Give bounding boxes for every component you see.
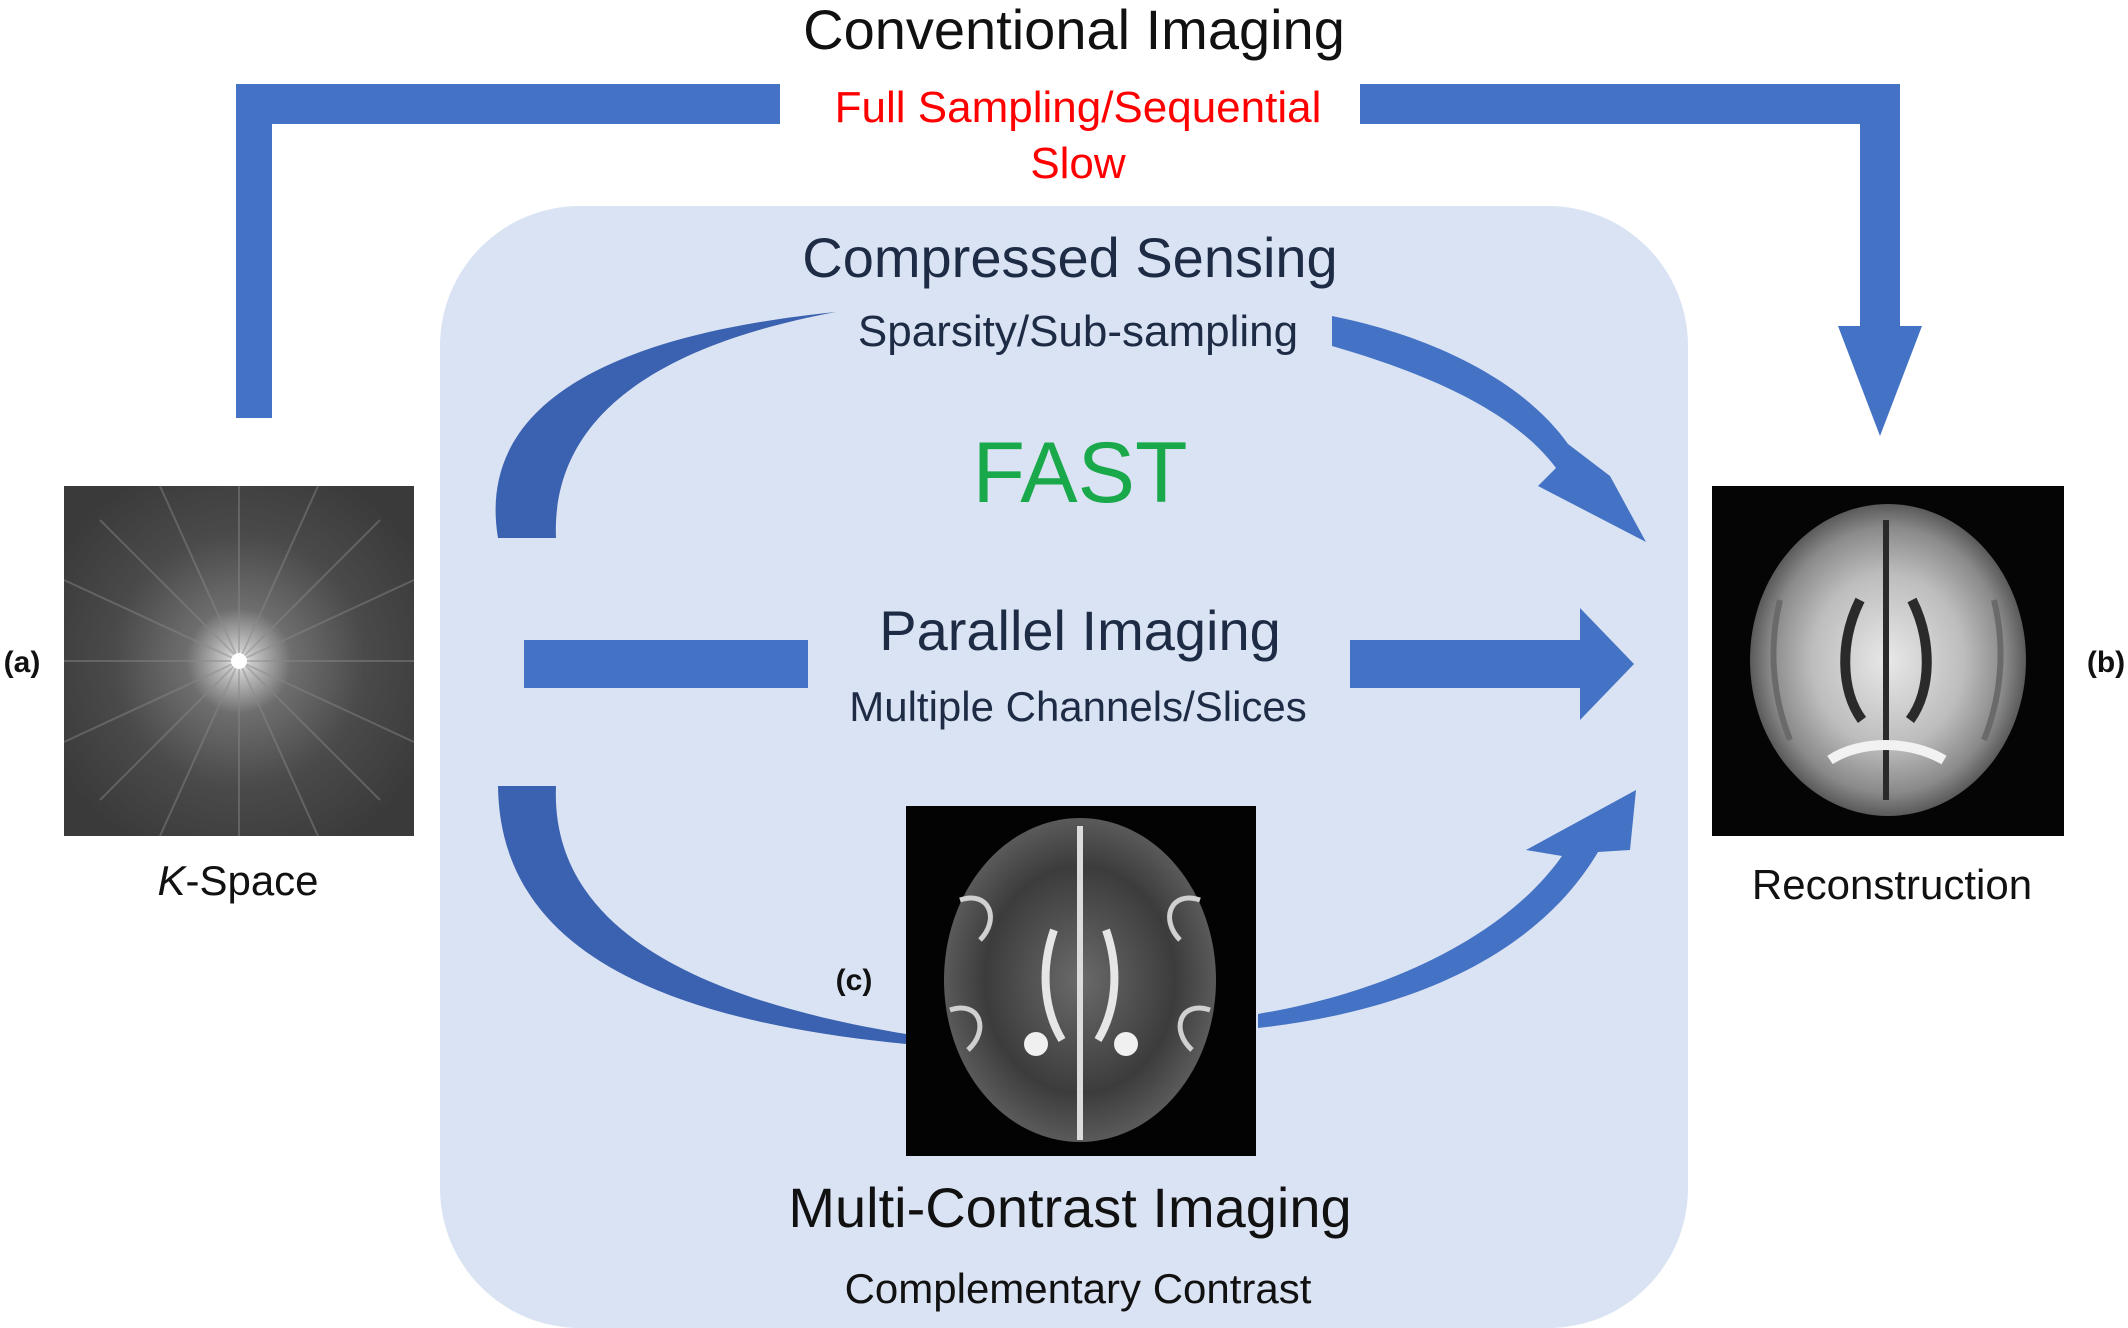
conventional-path-arrow-right xyxy=(1360,84,1922,436)
fast-label: FAST xyxy=(972,425,1188,521)
multi-contrast-image xyxy=(906,806,1256,1156)
multi-contrast-arrow-left xyxy=(498,786,906,1044)
parallel-arrow-left xyxy=(524,640,808,688)
parallel-imaging-subtitle: Multiple Channels/Slices xyxy=(849,683,1307,730)
multi-contrast-arrow-right xyxy=(1258,790,1636,1028)
fast-methods-box xyxy=(440,206,1688,1328)
panel-label-a: (a) xyxy=(3,646,41,679)
kspace-label-rest: -Space xyxy=(185,857,319,904)
compressed-sensing-arrow-right xyxy=(1332,316,1646,542)
conventional-imaging-line1: Full Sampling/Sequential xyxy=(834,83,1322,132)
reconstruction-image xyxy=(1712,486,2064,836)
compressed-sensing-arrow-left xyxy=(495,312,836,538)
multi-contrast-subtitle: Complementary Contrast xyxy=(844,1265,1312,1312)
panel-label-b: (b) xyxy=(2086,646,2126,679)
conventional-path-arrow xyxy=(236,84,780,418)
kspace-label-italic: K xyxy=(157,857,186,904)
compressed-sensing-title: Compressed Sensing xyxy=(802,226,1338,289)
conventional-imaging-line2: Slow xyxy=(1030,139,1126,188)
kspace-image xyxy=(63,485,415,837)
parallel-arrow-right xyxy=(1350,608,1634,720)
compressed-sensing-subtitle: Sparsity/Sub-sampling xyxy=(857,307,1299,356)
reconstruction-label: Reconstruction xyxy=(1751,861,2033,908)
panel-label-c: (c) xyxy=(835,964,873,997)
parallel-imaging-title: Parallel Imaging xyxy=(879,599,1281,662)
kspace-label: K-Space xyxy=(157,860,318,902)
conventional-imaging-title: Conventional Imaging xyxy=(803,0,1345,61)
multi-contrast-title: Multi-Contrast Imaging xyxy=(788,1176,1352,1239)
